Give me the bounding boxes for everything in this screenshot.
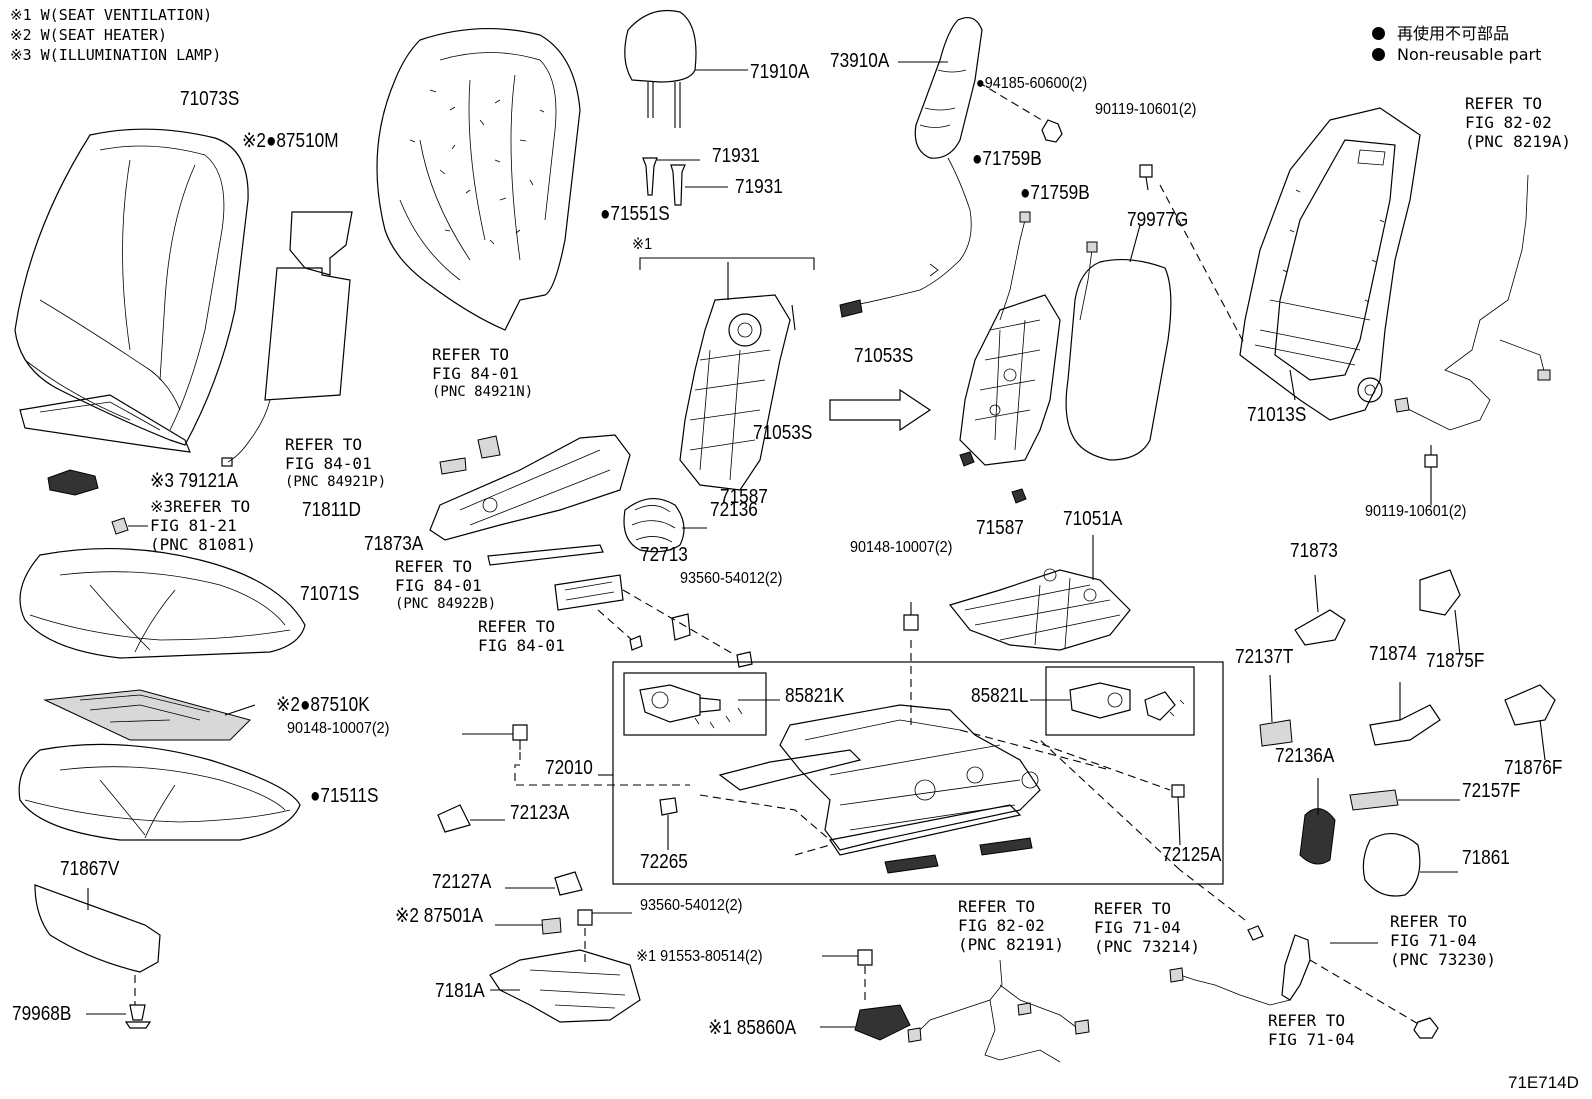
- seat-cushion-heater-illustration: [43, 689, 256, 741]
- part-87510M[interactable]: ※2●87510M: [242, 130, 339, 152]
- part-71931-upper[interactable]: 71931: [712, 145, 760, 167]
- lumbar-support-illustration: [623, 498, 707, 553]
- part-71873[interactable]: 71873: [1290, 540, 1338, 562]
- part-71873A[interactable]: 71873A: [364, 533, 424, 555]
- part-72136[interactable]: 72136: [710, 499, 758, 521]
- part-71811D[interactable]: 71811D: [302, 499, 361, 521]
- wire-illustration: [999, 211, 1098, 321]
- headrest-illustration: [624, 9, 748, 128]
- footnote-1: ※1 W(SEAT VENTILATION): [10, 6, 213, 24]
- part-87501A[interactable]: ※2 87501A: [395, 905, 484, 927]
- part-71587-left[interactable]: 71587: [720, 486, 768, 508]
- seat-base-illustration: [489, 949, 641, 1023]
- part-71861[interactable]: 71861: [1462, 847, 1510, 869]
- part-93560-54012-top[interactable]: 93560-54012(2): [680, 570, 783, 587]
- seat-cushion-cover-illustration: [19, 548, 306, 659]
- part-71551S[interactable]: ●71551S: [600, 203, 670, 225]
- part-71759B-upper[interactable]: ●71759B: [972, 148, 1042, 170]
- part-79121A[interactable]: ※3 79121A: [150, 470, 239, 492]
- part-71511S[interactable]: ●71511S: [310, 785, 379, 807]
- footnote-3: ※3 W(ILLUMINATION LAMP): [10, 46, 222, 64]
- cushion-wire-frame-illustration: [948, 535, 1131, 651]
- part-71759B-lower[interactable]: ●71759B: [1020, 182, 1090, 204]
- part-93560-54012-bottom[interactable]: 93560-54012(2): [640, 897, 743, 914]
- seatback-pad-illustration: [376, 27, 581, 331]
- part-71875F[interactable]: 71875F: [1426, 650, 1485, 672]
- part-90119-10601-top[interactable]: 90119-10601(2): [1095, 101, 1197, 118]
- part-94185-60600[interactable]: ●94185-60600(2): [976, 75, 1088, 92]
- part-72265[interactable]: 72265: [640, 851, 688, 873]
- seatback-cover-illustration: [14, 128, 249, 453]
- part-79968B[interactable]: 79968B: [12, 1003, 72, 1025]
- part-71051A[interactable]: 71051A: [1063, 508, 1123, 530]
- part-72123A[interactable]: 72123A: [510, 802, 570, 824]
- back-board-illustration: [1065, 224, 1172, 461]
- footnotes: ※1 W(SEAT VENTILATION) ※2 W(SEAT HEATER)…: [10, 5, 221, 65]
- part-71876F[interactable]: 71876F: [1504, 757, 1563, 779]
- seatback-frame-left-illustration: [679, 262, 796, 491]
- part-85821K[interactable]: 85821K: [785, 685, 845, 707]
- marker-1: ※1: [632, 236, 653, 253]
- illumination-lamp-illustration: [47, 469, 99, 496]
- part-85860A[interactable]: ※1 85860A: [708, 1017, 797, 1039]
- part-85821L[interactable]: 85821L: [971, 685, 1029, 707]
- part-72136A[interactable]: 72136A: [1275, 745, 1335, 767]
- part-71013S[interactable]: 71013S: [1247, 404, 1307, 426]
- part-90148-10007-left[interactable]: 90148-10007(2): [287, 720, 390, 737]
- headrest-guide-illustration: [642, 157, 728, 206]
- part-90148-10007-top[interactable]: 90148-10007(2): [850, 539, 953, 556]
- part-71867V[interactable]: 71867V: [60, 858, 120, 880]
- part-71053S-right[interactable]: 71053S: [854, 345, 914, 367]
- seat-motor-k-illustration: [639, 684, 780, 729]
- part-71874[interactable]: 71874: [1369, 643, 1417, 665]
- seatback-frame-illustration: [1159, 107, 1421, 421]
- seat-track-frame-illustration: [699, 704, 1171, 874]
- seat-front-cover-illustration: [34, 884, 161, 1005]
- part-72157F[interactable]: 72157F: [1462, 780, 1521, 802]
- part-7181A[interactable]: 7181A: [435, 980, 485, 1002]
- part-71910A[interactable]: 71910A: [750, 61, 810, 83]
- part-72125A[interactable]: 72125A: [1162, 844, 1222, 866]
- seat-motor-l-illustration: [1030, 682, 1185, 721]
- part-71587-right[interactable]: 71587: [976, 517, 1024, 539]
- bullet-icon: [1372, 27, 1385, 40]
- part-79977G[interactable]: 79977G: [1127, 209, 1189, 231]
- part-72713[interactable]: 72713: [640, 544, 688, 566]
- seat-side-cover-illustration: [429, 434, 631, 566]
- seat-cushion-pad-illustration: [18, 743, 301, 841]
- part-72137T[interactable]: 72137T: [1235, 646, 1294, 668]
- part-71071S[interactable]: 71071S: [300, 583, 360, 605]
- seatback-frame-right-illustration: [959, 294, 1061, 466]
- part-71931-lower[interactable]: 71931: [735, 176, 783, 198]
- bullet-icon: [1372, 48, 1385, 61]
- footnote-2: ※2 W(SEAT HEATER): [10, 26, 168, 44]
- part-71073S[interactable]: 71073S: [180, 88, 240, 110]
- side-parts-illustration: [1259, 569, 1556, 897]
- part-90119-10601-bottom[interactable]: 90119-10601(2): [1365, 503, 1467, 520]
- legend-jp: 再使用不可部品: [1372, 20, 1509, 44]
- part-72010[interactable]: 72010: [545, 757, 593, 779]
- part-73910A[interactable]: 73910A: [830, 50, 890, 72]
- side-airbag-illustration: [839, 17, 983, 318]
- part-71053S-left[interactable]: 71053S: [753, 422, 813, 444]
- seatback-heater-illustration: [221, 211, 353, 467]
- part-87510K[interactable]: ※2●87510K: [276, 694, 370, 716]
- legend-en: Non-reusable part: [1372, 45, 1541, 64]
- part-72127A[interactable]: 72127A: [432, 871, 492, 893]
- part-91553-80514[interactable]: ※1 91553-80514(2): [636, 948, 763, 965]
- illustration-code: 71E714D: [1508, 1073, 1579, 1092]
